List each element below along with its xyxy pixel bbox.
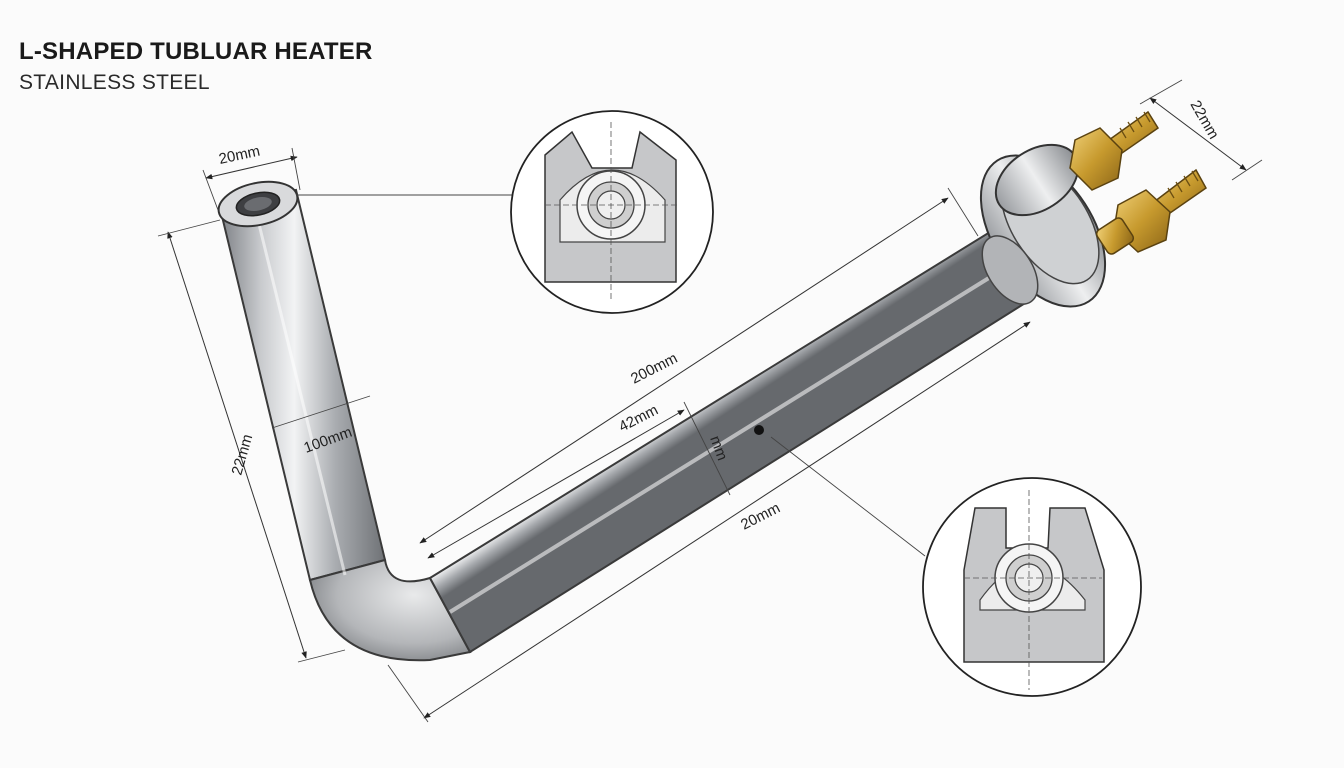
dim-label-horizontal: 200mm — [628, 350, 680, 388]
dim-label-bottom: 20mm — [738, 499, 783, 533]
diagram-title: L-SHAPED TUBLUAR HEATER — [19, 38, 373, 65]
dimension-lines — [157, 79, 1263, 723]
dim-label-terminal: 22mm — [1187, 98, 1223, 143]
terminal-studs — [1069, 110, 1207, 255]
material-subtitle: STAINLESS STEEL — [19, 71, 210, 94]
lower-terminal — [1095, 168, 1207, 255]
dim-label-tube-width: 20mm — [217, 143, 261, 168]
flange-assembly — [979, 143, 1107, 308]
detail-view-bottom — [770, 436, 1142, 697]
detail-view-top — [296, 110, 714, 314]
dim-label-mid: 42mm — [616, 401, 661, 435]
dim-label-vertical: 22mm — [229, 432, 257, 477]
upper-terminal — [1069, 110, 1160, 191]
thermocouple-point — [754, 425, 764, 435]
